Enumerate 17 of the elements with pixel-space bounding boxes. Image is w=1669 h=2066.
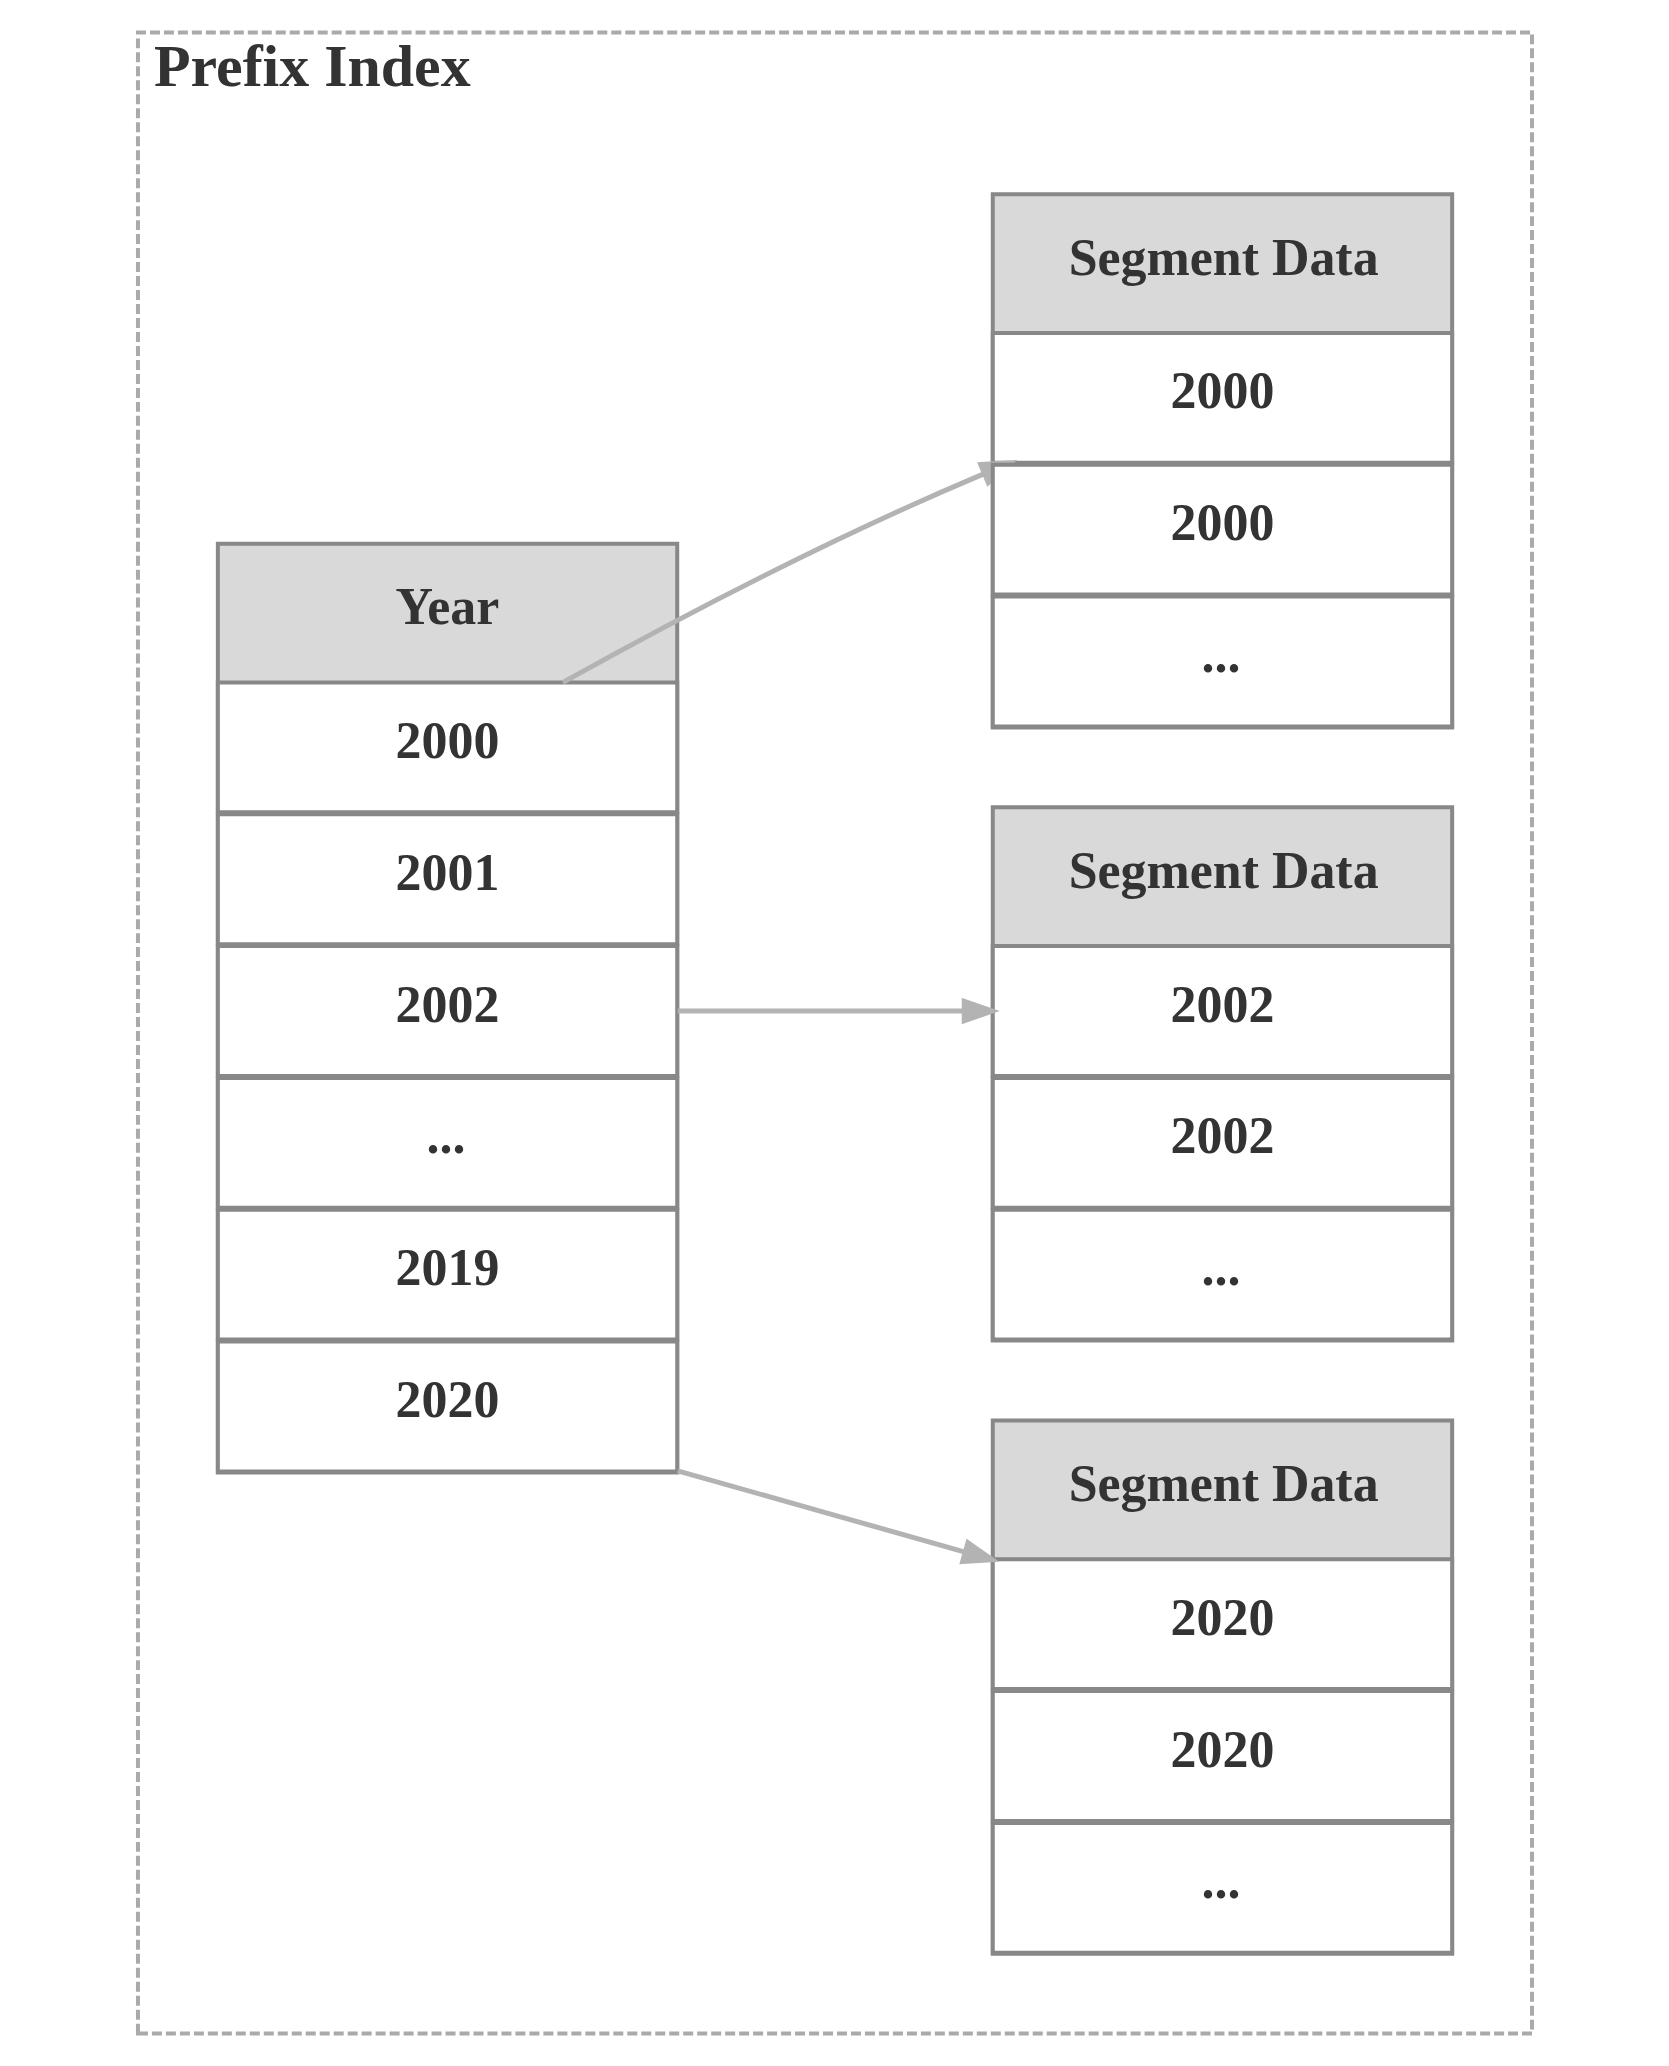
node-box: ... xyxy=(990,1207,1454,1342)
node-box: 2002 xyxy=(990,944,1454,1078)
node-box: 2001 xyxy=(215,812,679,947)
node-box: ... xyxy=(990,1820,1454,1955)
node-box: 2020 xyxy=(990,1557,1454,1692)
node-box: 2002 xyxy=(215,944,679,1078)
node-box: 2000 xyxy=(990,462,1454,597)
node-box: ... xyxy=(990,594,1454,729)
node-box: ... xyxy=(215,1075,679,1210)
arrow xyxy=(677,997,1000,1025)
node-box: 2000 xyxy=(990,330,1454,465)
node-box: 2000 xyxy=(215,680,679,815)
arrow xyxy=(676,1468,999,1565)
node-box: 2019 xyxy=(215,1207,679,1342)
node-box: 2020 xyxy=(990,1689,1454,1823)
node-box: 2020 xyxy=(215,1339,679,1474)
node-box: 2002 xyxy=(990,1075,1454,1210)
